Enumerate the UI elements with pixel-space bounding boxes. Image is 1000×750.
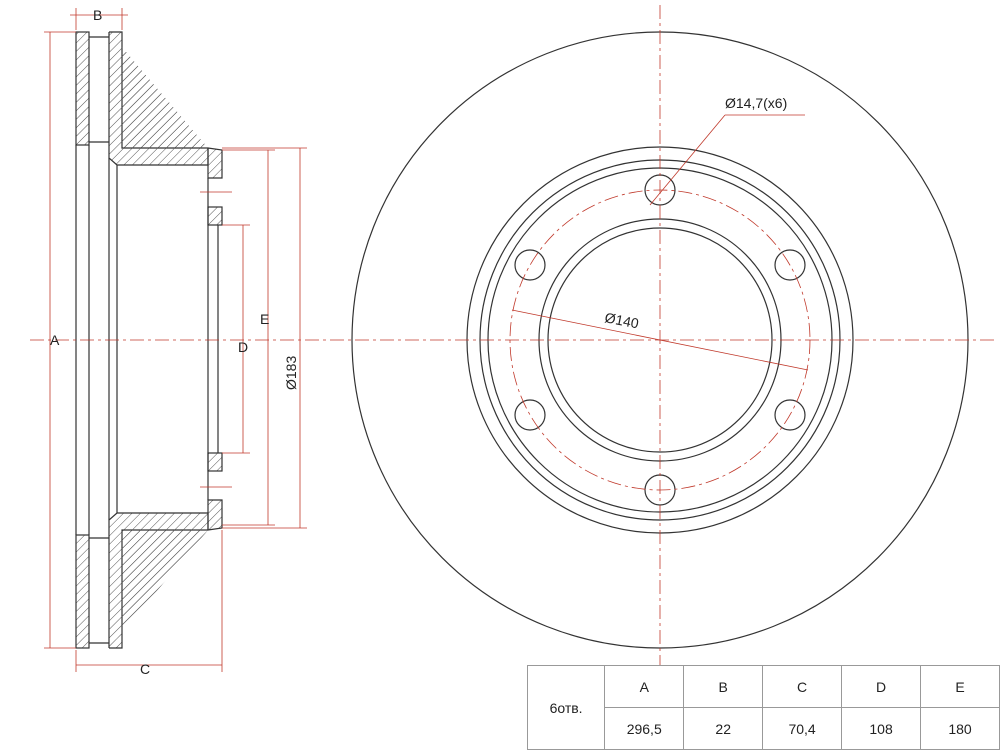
dimensions-table: 6отв. A B C D E 296,5 22 70,4 108 180 (526, 665, 1000, 750)
dim-label-d: D (238, 339, 248, 355)
dim-label-e: E (260, 311, 269, 327)
table-cell: 180 (920, 707, 1000, 750)
dim-label-a: A (50, 332, 60, 348)
table-cell: 108 (841, 707, 922, 750)
table-header: A (604, 665, 685, 708)
side-dimensions (30, 8, 330, 672)
bolt-hole (774, 399, 806, 431)
dim-label-c: C (140, 661, 150, 677)
table-cell: 296,5 (604, 707, 685, 750)
pcd-label: Ø140 (603, 309, 640, 331)
table-values-row: 296,5 22 70,4 108 180 (528, 707, 1000, 750)
front-centerlines (330, 5, 995, 665)
front-dimensions (511, 114, 809, 371)
table-cell: 22 (683, 707, 764, 750)
bolt-hole (514, 399, 546, 431)
dim-label-b: B (93, 7, 102, 23)
table-header: C (762, 665, 843, 708)
table-header-row: 6отв. A B C D E (526, 665, 1000, 750)
dim-label-hat-diameter: Ø183 (283, 356, 299, 390)
table-header: B (683, 665, 764, 708)
bolt-hole-label: Ø14,7(x6) (725, 95, 787, 111)
bolt-hole (514, 249, 546, 281)
table-header: E (920, 665, 1000, 708)
bolt-hole (774, 249, 806, 281)
table-header: D (841, 665, 922, 708)
table-cell: 70,4 (762, 707, 843, 750)
holes-count-cell: 6отв. (526, 665, 606, 750)
